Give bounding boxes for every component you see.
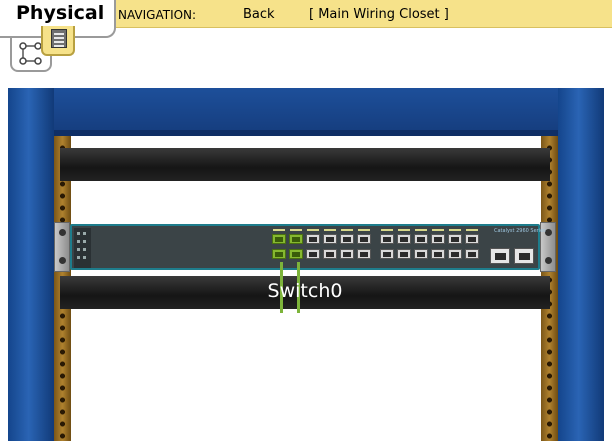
network-cable[interactable]: [297, 262, 300, 313]
port-status-led: [449, 229, 461, 231]
switch-port[interactable]: [448, 249, 462, 259]
switch-port[interactable]: [465, 234, 479, 244]
switch-port[interactable]: [272, 234, 286, 244]
switch-port[interactable]: [306, 249, 320, 259]
port-status-led: [324, 229, 336, 231]
rack-shelf-empty: [60, 148, 550, 181]
switch-port[interactable]: [397, 234, 411, 244]
port-status-led: [307, 229, 319, 231]
switch-status-panel: [74, 228, 91, 268]
switch-mount-ear-right: [540, 222, 556, 272]
switch-port[interactable]: [340, 234, 354, 244]
network-cable[interactable]: [280, 262, 283, 313]
port-status-led: [358, 229, 370, 231]
switch-port[interactable]: [414, 249, 428, 259]
switch-port[interactable]: [357, 249, 371, 259]
port-status-led: [273, 229, 285, 231]
switch-port[interactable]: [289, 234, 303, 244]
switch-device[interactable]: Catalyst 2960 Series: [70, 224, 546, 270]
switch-model-label: Catalyst 2960 Series: [494, 228, 546, 234]
port-status-led: [415, 229, 427, 231]
navigation-label: NAVIGATION:: [118, 8, 197, 22]
switch-port[interactable]: [380, 234, 394, 244]
switch-port[interactable]: [465, 249, 479, 259]
device-name-label[interactable]: Switch0: [267, 280, 343, 302]
switch-port[interactable]: [323, 249, 337, 259]
switch-port[interactable]: [289, 249, 303, 259]
switch-port[interactable]: [272, 249, 286, 259]
rack-view-button[interactable]: [41, 26, 75, 56]
uplink-port[interactable]: [490, 248, 510, 264]
port-status-led: [398, 229, 410, 231]
switch-port[interactable]: [431, 234, 445, 244]
port-status-led: [432, 229, 444, 231]
switch-port[interactable]: [431, 249, 445, 259]
view-title: Physical: [16, 2, 105, 24]
switch-port[interactable]: [414, 234, 428, 244]
port-status-led: [341, 229, 353, 231]
rack-post-right: [558, 88, 604, 441]
back-button[interactable]: Back: [243, 7, 275, 22]
rack-top-beam: [8, 88, 604, 136]
port-status-led: [381, 229, 393, 231]
switch-port[interactable]: [340, 249, 354, 259]
port-status-led: [290, 229, 302, 231]
switch-mount-ear-left: [54, 222, 70, 272]
rack-shelf-label: [60, 276, 550, 309]
rack-icon: [51, 29, 67, 48]
uplink-port[interactable]: [514, 248, 534, 264]
rack-post-left: [8, 88, 54, 441]
switch-port[interactable]: [323, 234, 337, 244]
switch-port[interactable]: [397, 249, 411, 259]
switch-port[interactable]: [306, 234, 320, 244]
switch-port[interactable]: [380, 249, 394, 259]
switch-port[interactable]: [448, 234, 462, 244]
port-status-led: [466, 229, 478, 231]
switch-port[interactable]: [357, 234, 371, 244]
location-button[interactable]: [ Main Wiring Closet ]: [309, 7, 449, 22]
